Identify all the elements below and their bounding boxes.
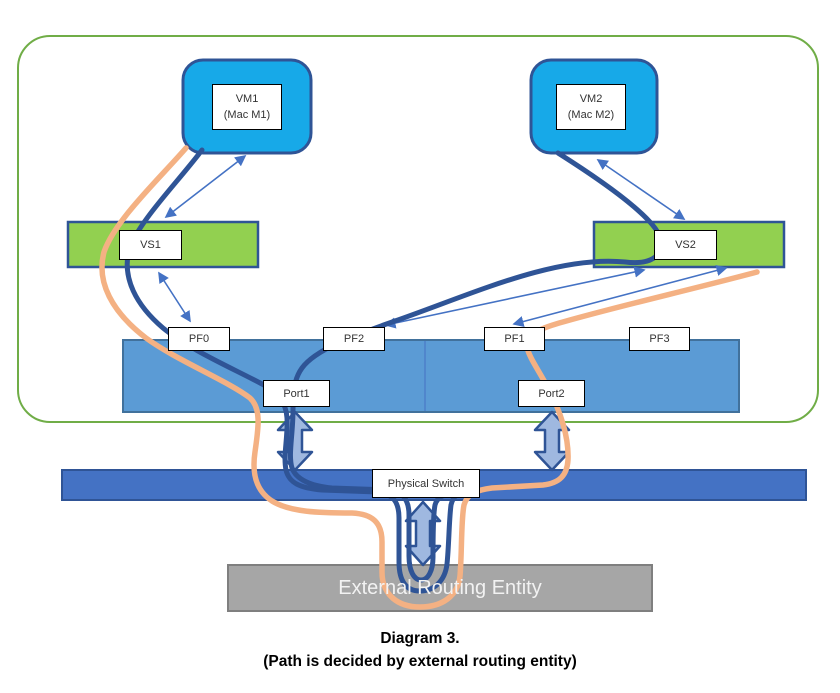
port2-switch-block-arrow-icon <box>533 410 571 472</box>
switch-ere-block-arrow-icon <box>404 500 442 567</box>
caption-title: Diagram 3. <box>380 630 460 647</box>
vm1-name: VM1 <box>235 93 259 105</box>
pf3-label-box: PF3 <box>629 327 690 351</box>
pf0-label-box: PF0 <box>168 327 230 351</box>
caption-subtitle: (Path is decided by external routing ent… <box>263 653 577 670</box>
vm1-label-box: VM1 (Mac M1) <box>212 84 282 130</box>
vm1-mac: (Mac M1) <box>223 109 271 121</box>
vm2-name: VM2 <box>579 93 603 105</box>
pf1-label-box: PF1 <box>484 327 545 351</box>
vs2-label-box: VS2 <box>654 230 717 260</box>
vm2-label-box: VM2 (Mac M2) <box>556 84 626 130</box>
pf2-label-box: PF2 <box>323 327 385 351</box>
port2-label-box: Port2 <box>518 380 585 407</box>
diagram-caption: Diagram 3. (Path is decided by external … <box>100 627 740 673</box>
external-routing-entity-label: External Routing Entity <box>338 576 542 599</box>
port1-label-box: Port1 <box>263 380 330 407</box>
port1-switch-block-arrow-icon <box>276 410 314 472</box>
vs1-label-box: VS1 <box>119 230 182 260</box>
vm2-mac: (Mac M2) <box>567 109 615 121</box>
physical-switch-label-box: Physical Switch <box>372 469 480 498</box>
